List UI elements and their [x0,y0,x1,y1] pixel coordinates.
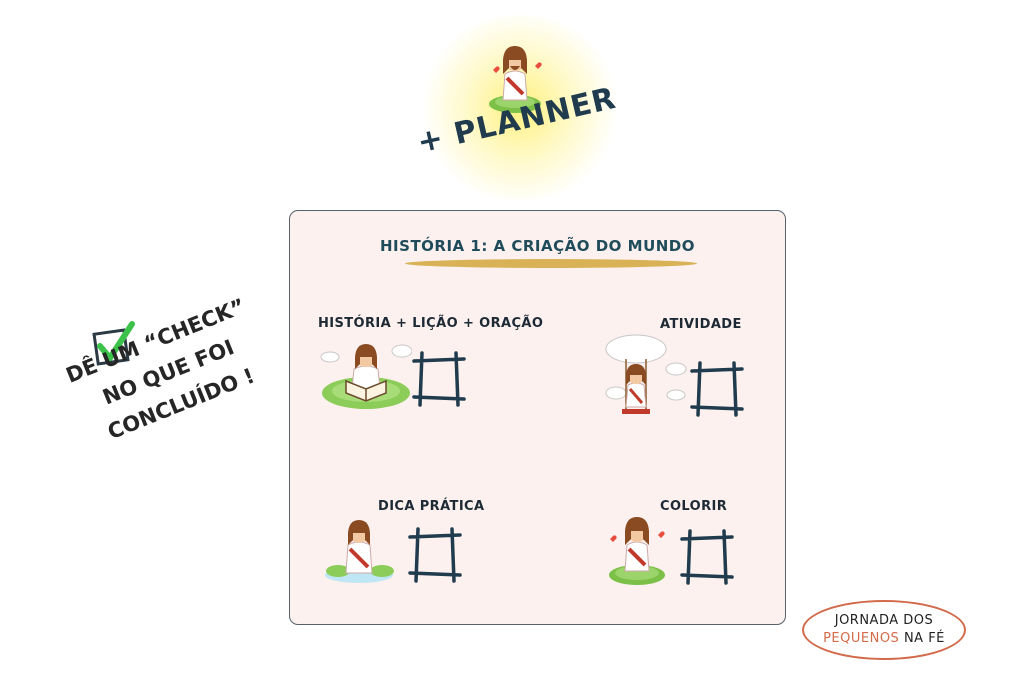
story-title: HISTÓRIA 1: A CRIAÇÃO DO MUNDO [380,237,695,255]
planner-card: HISTÓRIA 1: A CRIAÇÃO DO MUNDO HISTÓRIA … [289,210,786,625]
logo-line-2: PEQUENOS NA FÉ [804,630,964,648]
logo-word-pequenos: PEQUENOS [823,631,900,646]
jesus-swing-icon [605,334,687,414]
task-label-activity: ATIVIDADE [660,317,742,332]
checkbox-story[interactable] [410,351,468,407]
checkbox-practical-tip[interactable] [406,527,464,583]
checkbox-activity[interactable] [688,361,746,417]
task-label-coloring: COLORIR [660,499,728,514]
title-underline [405,259,697,268]
task-label-practical-tip: DICA PRÁTICA [378,499,485,514]
jesus-water-icon [325,520,394,583]
checkbox-check-icon [92,321,135,366]
check-instruction: DÊ UM “CHECK” NO QUE FOI CONCLUÍDO ! [38,280,299,464]
logo-word-na-fe: NA FÉ [903,631,945,646]
task-label-story: HISTÓRIA + LIÇÃO + ORAÇÃO [318,316,544,331]
logo-line-1: JORNADA DOS [834,613,934,628]
brand-logo: JORNADA DOS PEQUENOS NA FÉ [802,600,966,660]
jesus-hearts-icon [609,517,665,585]
checkbox-coloring[interactable] [678,529,736,585]
jesus-reading-icon [320,344,412,409]
jesus-hearts-icon [489,46,542,113]
